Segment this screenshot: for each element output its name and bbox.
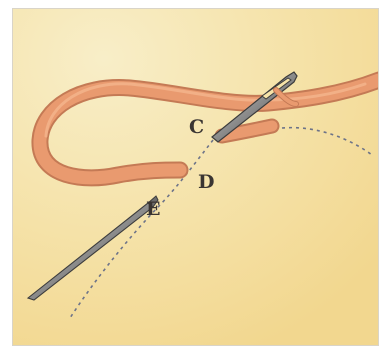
label-d: D [198,171,214,193]
label-c: C [189,116,204,138]
label-e: E [146,198,160,220]
